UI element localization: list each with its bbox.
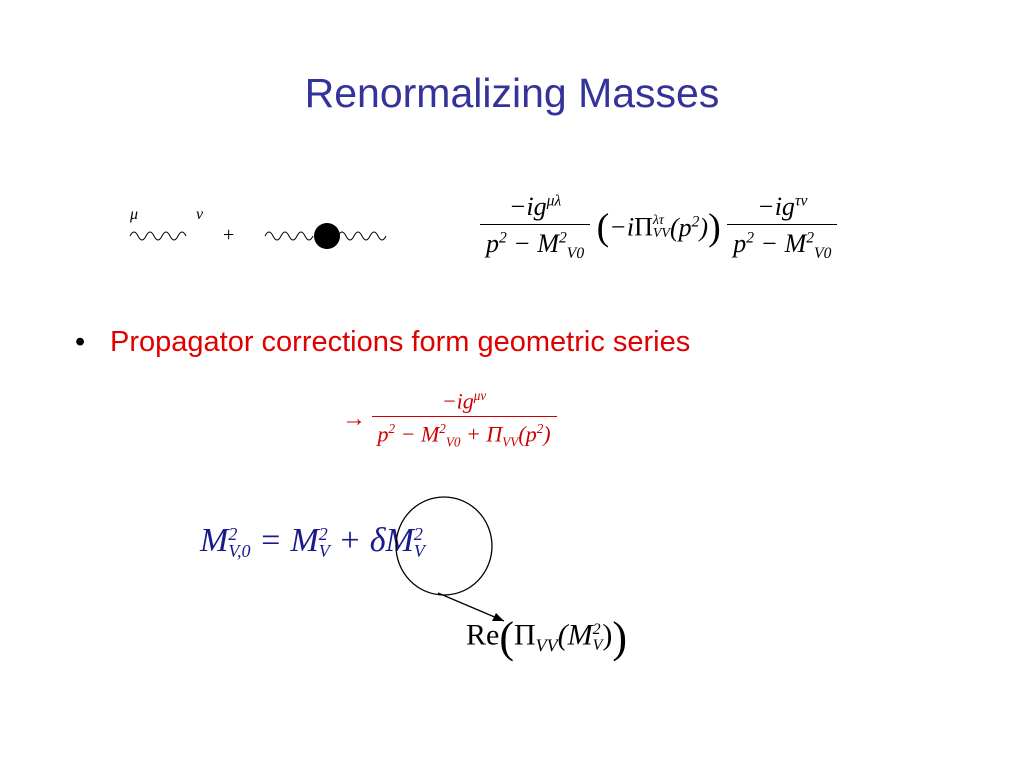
photon-line-right-b xyxy=(337,231,387,241)
fraction-resummed: −igμν p2 − M2V0 + ΠVV(p2) xyxy=(371,388,557,451)
arrow-line xyxy=(437,592,505,622)
feynman-diagram xyxy=(129,223,387,249)
bullet-dot: • xyxy=(75,326,86,358)
bullet-text: Propagator corrections form geometric se… xyxy=(110,326,691,358)
page-title: Renormalizing Masses xyxy=(304,70,720,116)
photon-line-right-a xyxy=(264,231,314,241)
label-mu: μ xyxy=(130,206,139,223)
bullet-item: • Propagator corrections form geometric s… xyxy=(75,326,690,359)
highlight-circle xyxy=(395,496,493,596)
label-nu: ν xyxy=(196,206,204,223)
fraction-right: −igτν p2 − M2V0 xyxy=(727,192,838,263)
self-energy-blob xyxy=(314,223,340,249)
arrow-head xyxy=(492,613,504,621)
equation-resummed-propagator: → −igμν p2 − M2V0 + ΠVV(p2) xyxy=(342,388,557,451)
annotation-overlay xyxy=(395,496,505,622)
photon-line-left xyxy=(129,231,187,241)
fraction-left: −igμλ p2 − M2V0 xyxy=(480,192,591,263)
plus-sign: + xyxy=(223,224,235,246)
